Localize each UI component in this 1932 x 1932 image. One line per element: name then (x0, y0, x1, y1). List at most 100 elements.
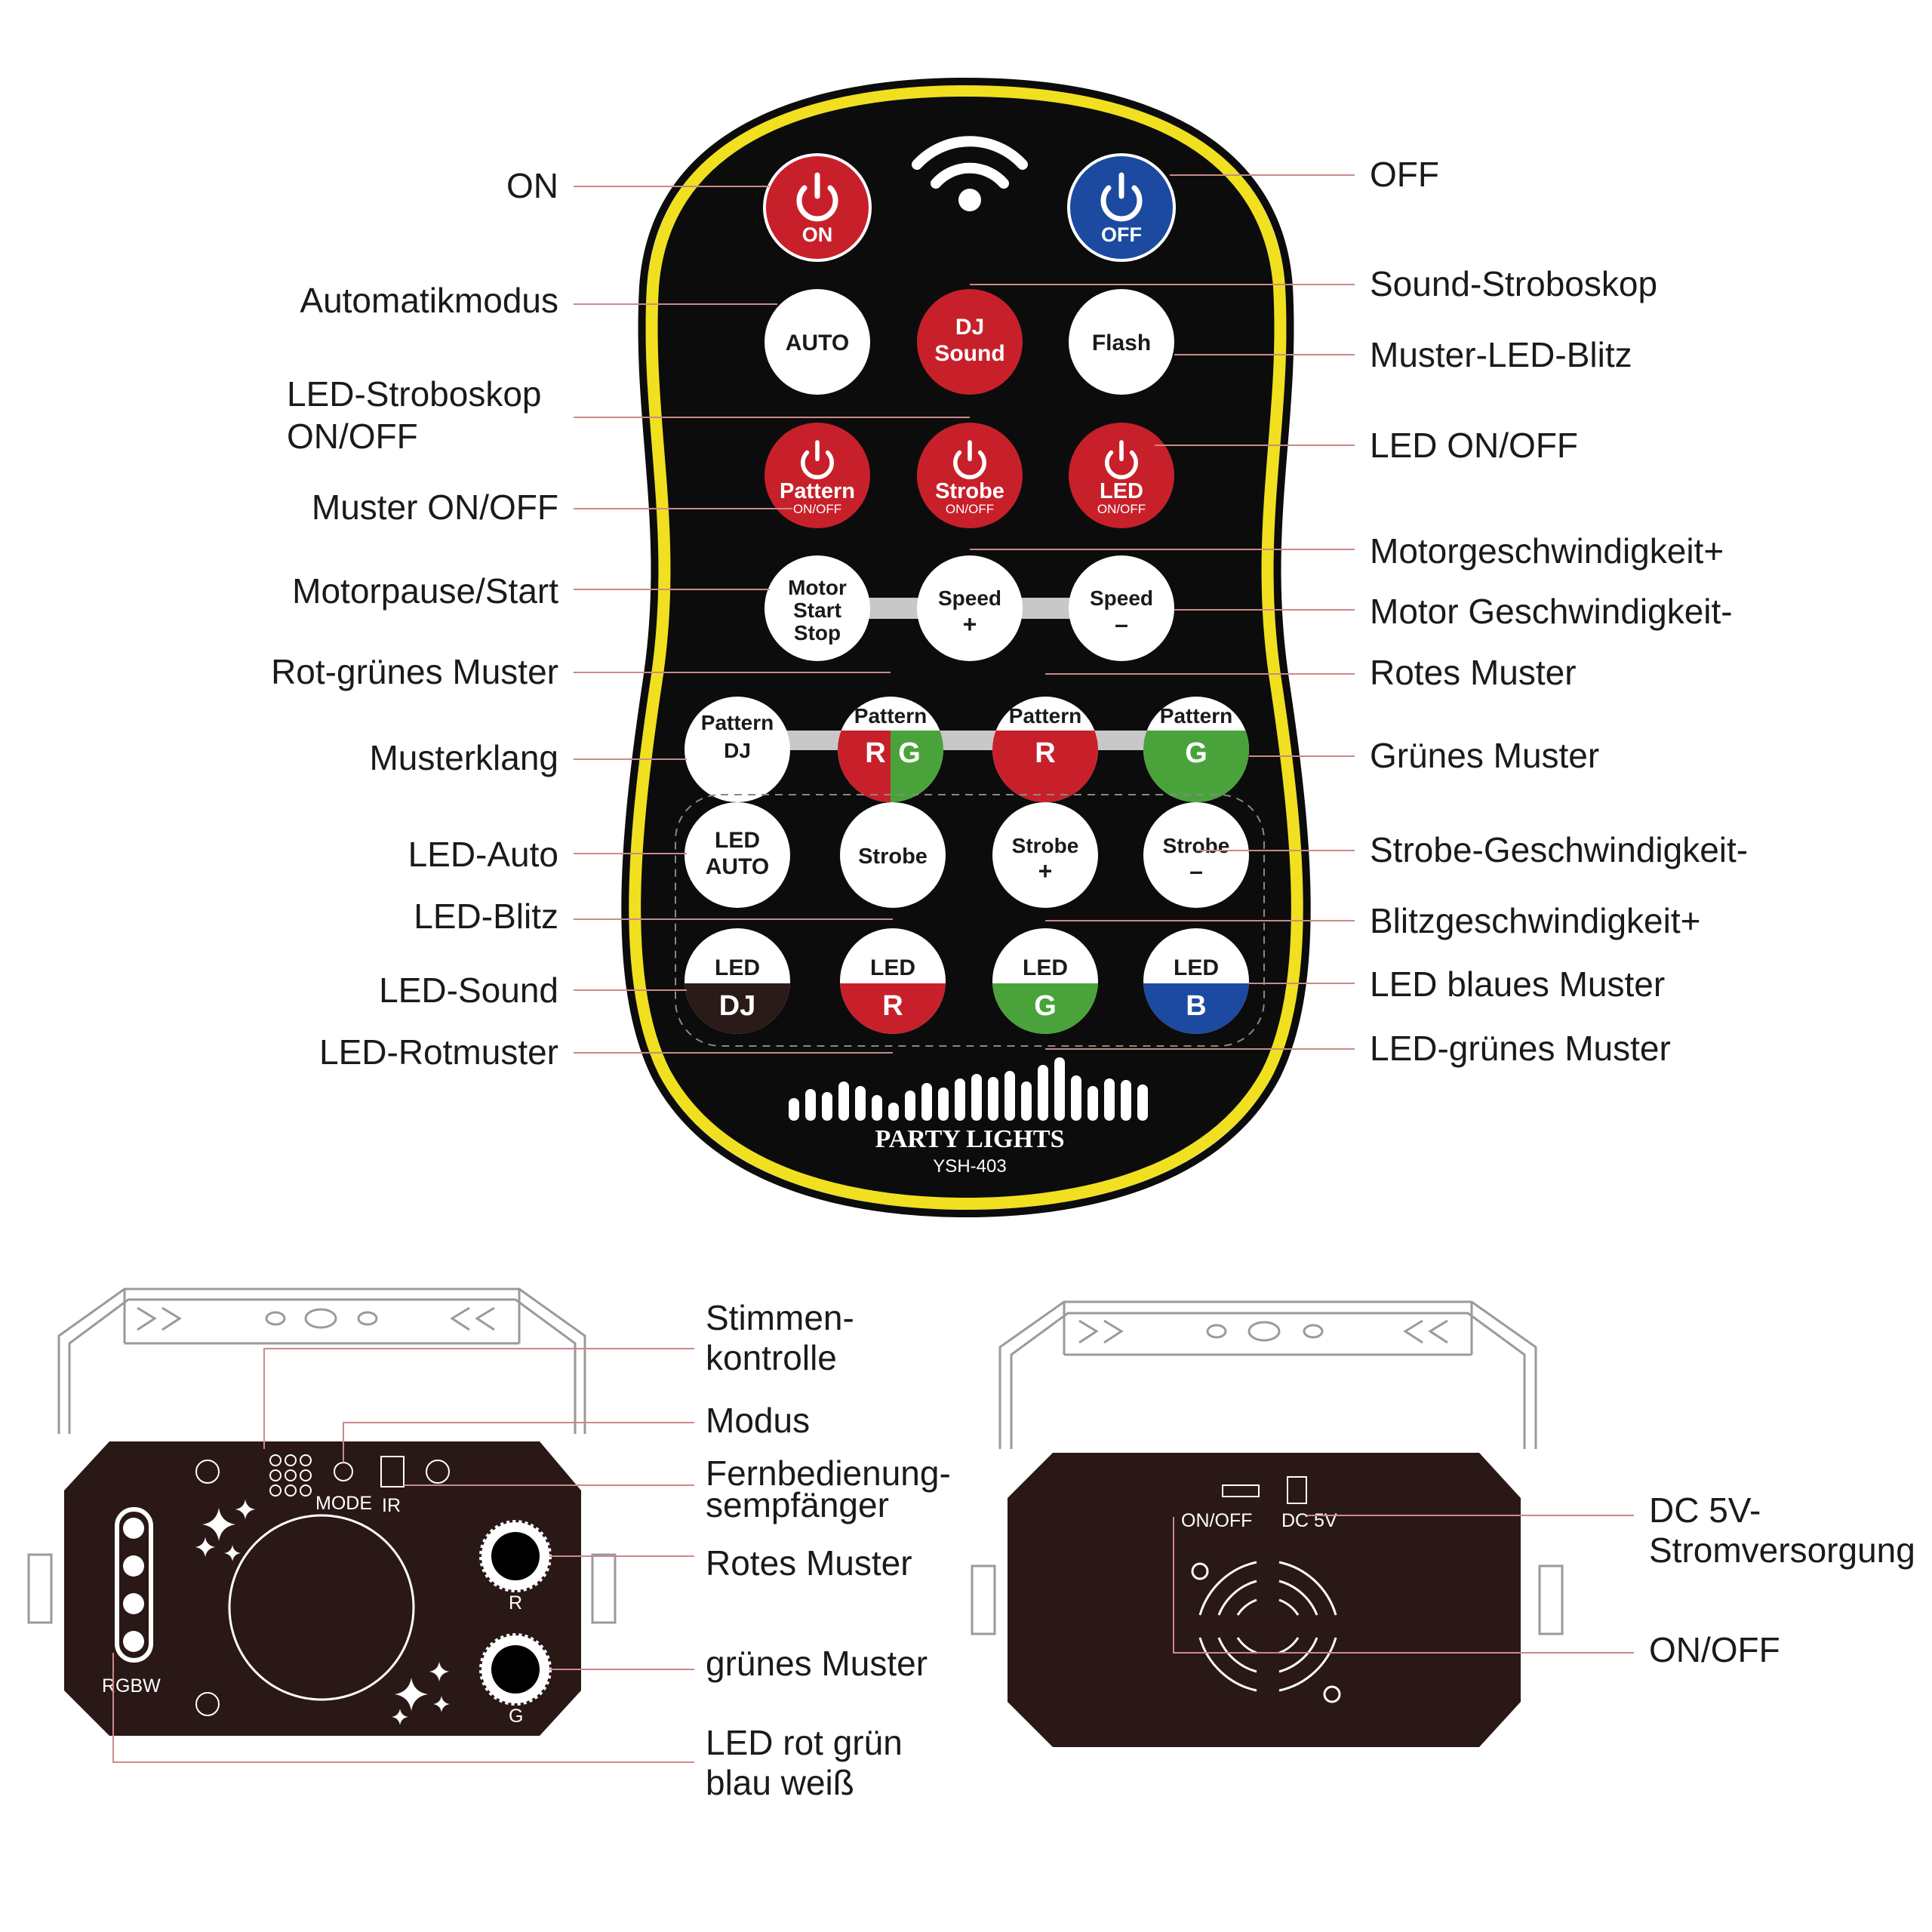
model-label: YSH-403 (933, 1156, 1006, 1177)
pattern-dj-button[interactable]: Pattern DJ (685, 697, 790, 802)
back-device: ON/OFF DC 5V DC 5V- Stromversorgung ON/O… (971, 1300, 1915, 1747)
equalizer-bar (855, 1086, 866, 1121)
strobe-plus-button[interactable]: Strobe + (992, 802, 1098, 908)
pattern-red-r: R (1035, 737, 1055, 769)
ir-receiver (380, 1456, 405, 1487)
led-dj-label: LED (715, 955, 760, 980)
equalizer-bar (921, 1083, 932, 1121)
equalizer-bar (1004, 1071, 1015, 1121)
strobe-plus-sign: + (1038, 857, 1053, 884)
equalizer-bar (838, 1081, 849, 1121)
on-button[interactable]: ON (763, 153, 872, 262)
led-group-outline (675, 794, 1265, 1047)
pattern-rg-button[interactable]: Pattern R G (838, 697, 943, 806)
led-green-sub: G (1034, 990, 1057, 1022)
brand-label: PARTY LIGHTS (875, 1125, 1064, 1153)
label-strobe-speed-minus: Strobe-Geschwindigkeit- (1370, 830, 1748, 869)
power-switch[interactable] (1222, 1484, 1260, 1497)
pattern-onoff-label: Pattern (780, 479, 855, 503)
front-panel (64, 1441, 581, 1736)
pattern-green-label: Pattern (1160, 704, 1232, 728)
front-bracket (27, 1287, 617, 1624)
led-green-label: LED (1023, 955, 1068, 980)
equalizer-bar (1104, 1078, 1115, 1121)
back-bracket (971, 1300, 1564, 1635)
microphone-grille (269, 1454, 312, 1497)
rgbw-led-strip (115, 1507, 153, 1663)
motor-label-3: Stop (794, 621, 841, 645)
equalizer-bar (822, 1092, 832, 1121)
label-off: OFF (1370, 155, 1439, 194)
pattern-onoff-button[interactable]: Pattern ON/OFF (764, 423, 870, 528)
label-led-red: LED-Rotmuster (319, 1032, 558, 1072)
green-laser-knob (479, 1633, 552, 1706)
pattern-rg-label: Pattern (854, 704, 927, 728)
label-on: ON (506, 166, 558, 205)
label-led-flash: LED-Blitz (414, 897, 558, 936)
speed-plus-button[interactable]: Speed + (917, 555, 1023, 661)
equalizer-bar (888, 1103, 899, 1121)
label-voice-1: Stimmen- (706, 1298, 854, 1337)
pattern-onoff-sub: ON/OFF (793, 502, 841, 516)
motor-label-2: Start (793, 598, 841, 622)
off-button[interactable]: OFF (1067, 153, 1176, 262)
dc-text: DC 5V (1281, 1510, 1337, 1531)
label-led-strobe-2: ON/OFF (287, 417, 418, 456)
equalizer-bar (905, 1091, 915, 1121)
auto-button[interactable]: AUTO (764, 289, 870, 395)
label-motor-pause: Motorpause/Start (292, 571, 558, 611)
back-panel (1008, 1453, 1521, 1747)
label-receiver-2: sempfänger (706, 1485, 889, 1524)
label-red-pattern: Rotes Muster (1370, 653, 1577, 692)
pattern-dj-label: Pattern (701, 711, 774, 734)
wifi-icon (912, 136, 1028, 211)
led-dj-sub: DJ (719, 990, 756, 1022)
label-sound-strobe: Sound-Stroboskop (1370, 264, 1657, 303)
r-text: R (509, 1592, 522, 1614)
pattern-rg-g: G (898, 737, 921, 769)
pattern-bar (737, 731, 1196, 750)
screw-hole (195, 1692, 220, 1716)
label-green-pattern: Grünes Muster (1370, 736, 1599, 775)
equalizer-bar (1121, 1080, 1131, 1121)
label-motor-speed-minus: Motor Geschwindigkeit- (1370, 592, 1733, 631)
screw-hole (195, 1460, 220, 1484)
motor-label-1: Motor (788, 576, 847, 599)
mode-text: MODE (315, 1493, 372, 1514)
led-onoff-label: LED (1100, 479, 1143, 503)
ir-text: IR (382, 1495, 401, 1516)
fan-grille (1191, 1561, 1341, 1703)
strobe-onoff-sub: ON/OFF (946, 502, 994, 516)
label-led-auto: LED-Auto (408, 835, 558, 874)
speed-minus-button[interactable]: Speed – (1069, 555, 1174, 661)
led-blue-label: LED (1174, 955, 1219, 980)
strobe-plus-label: Strobe (1012, 834, 1079, 857)
equalizer-bar (971, 1074, 982, 1121)
motor-start-stop-button[interactable]: Motor Start Stop (764, 555, 870, 661)
led-red-label: LED (870, 955, 915, 980)
equalizer-bar (1021, 1081, 1032, 1121)
equalizer-bar (988, 1077, 998, 1121)
led-auto-button[interactable]: LED AUTO (685, 802, 790, 908)
strobe-onoff-label: Strobe (935, 479, 1004, 503)
strobe-button[interactable]: Strobe (840, 802, 946, 908)
onoff-text: ON/OFF (1181, 1510, 1252, 1531)
label-receiver-1: Fernbedienung- (706, 1454, 951, 1493)
label-voice-2: kontrolle (706, 1338, 837, 1377)
dj-sound-button[interactable]: DJ Sound (917, 289, 1023, 395)
equalizer-logo (789, 1057, 1148, 1121)
flash-button[interactable]: Flash (1069, 289, 1174, 395)
equalizer-bar (789, 1098, 799, 1121)
strobe-onoff-button[interactable]: Strobe ON/OFF (917, 423, 1023, 528)
speed-plus-sign: + (963, 611, 977, 638)
pattern-red-label: Pattern (1009, 704, 1081, 728)
led-onoff-button[interactable]: LED ON/OFF (1069, 423, 1174, 528)
label-pattern-led-flash: Muster-LED-Blitz (1370, 335, 1632, 374)
red-laser-knob (479, 1520, 552, 1592)
strobe-minus-button[interactable]: Strobe – (1143, 802, 1249, 908)
label-led-sound: LED-Sound (379, 971, 558, 1010)
left-labels: ON Automatikmodus LED-Stroboskop ON/OFF … (271, 166, 970, 1072)
label-dc-1: DC 5V- (1649, 1491, 1761, 1530)
label-red-green: Rot-grünes Muster (271, 652, 558, 691)
dj-sound-label-2: Sound (934, 341, 1004, 366)
